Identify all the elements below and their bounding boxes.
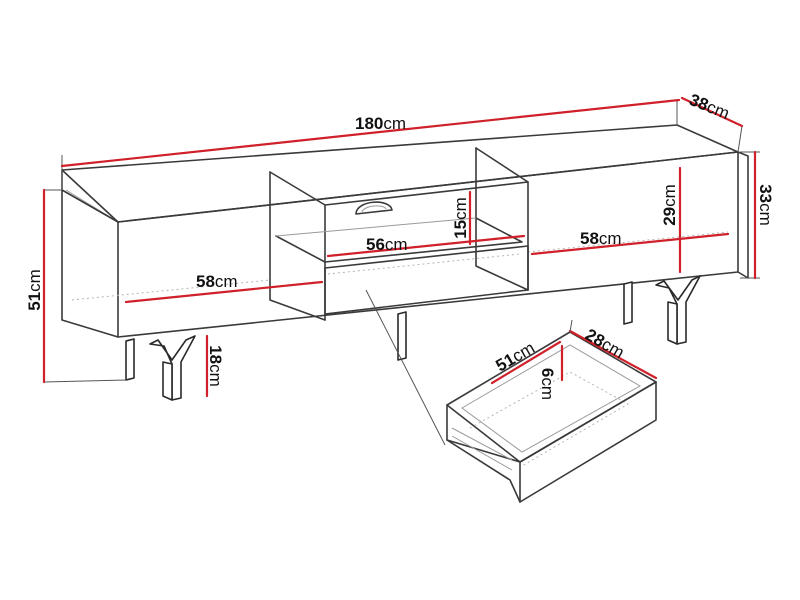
leg-height-label: 18cm <box>206 345 225 387</box>
center-compartment-width-label: 56cm <box>366 235 408 254</box>
right-compartment-height-label: 29cm <box>660 184 679 226</box>
body-height-label: 33cm <box>756 184 775 226</box>
right-front-y-leg <box>655 275 701 345</box>
drawer-detail <box>446 319 658 503</box>
total-height-label: 51cm <box>25 269 44 311</box>
center-leg <box>397 311 407 361</box>
width-label: 180cm <box>355 114 406 133</box>
center-back-top <box>269 147 529 206</box>
left-compartment-width-label: 58cm <box>196 272 238 291</box>
drawer-front-face <box>519 381 657 503</box>
center-right-divider <box>475 147 529 291</box>
right-compartment-width-line <box>530 232 730 256</box>
cable-hole-inner <box>361 205 387 213</box>
center-shelf-height-label: 15cm <box>451 197 470 239</box>
inner-back-line <box>71 231 729 301</box>
right-front-y-leg-stem <box>667 301 678 345</box>
center-compartment <box>269 147 529 321</box>
drawer-leader-line <box>365 289 446 446</box>
left-back-leg <box>125 338 135 381</box>
cabinet-top-face <box>61 124 739 223</box>
drawer-side-rail <box>451 427 513 471</box>
drawer-front-in-cabinet <box>324 245 529 315</box>
right-compartment-width-label: 58cm <box>580 229 622 248</box>
center-shelf <box>275 217 523 263</box>
center-compartment-width-line <box>326 234 526 258</box>
center-shelf-back <box>275 217 477 237</box>
extension-lines <box>43 100 760 446</box>
cabinet-right-side <box>737 151 749 279</box>
depth-dimension-line <box>680 96 744 128</box>
drawer-depth-label: 28cm <box>582 325 628 362</box>
left-compartment-width-line <box>124 280 324 304</box>
drawer-front-bottom <box>446 439 521 503</box>
cable-hole-icon <box>355 201 393 215</box>
depth-label: 38cm <box>687 90 733 123</box>
drawer-width-dimension-line <box>490 340 562 385</box>
center-left-divider <box>269 171 326 321</box>
dimension-lines <box>42 96 757 398</box>
width-dimension-line <box>60 98 681 168</box>
drawer-depth-dimension-line <box>568 329 658 380</box>
drawer-height-label: 6cm <box>538 368 557 400</box>
drawer-inner-rim <box>461 344 642 453</box>
legs <box>125 275 701 401</box>
right-back-leg <box>623 281 633 325</box>
left-front-y-leg-stem <box>162 361 173 401</box>
